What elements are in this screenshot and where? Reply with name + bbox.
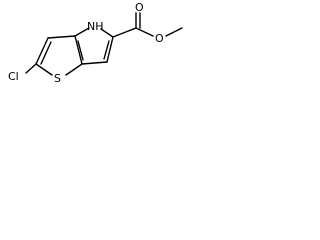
bond-s-c2 [35,63,53,76]
bond-c5-c6 [106,36,114,63]
atom-label-layer: Cl S NH O O [8,1,164,85]
bond-c6a-s [65,63,83,76]
bond-c3a-c6a-inner [77,40,84,61]
bond-c3a-n [74,27,90,37]
chlorine-label: Cl [8,70,19,83]
molecule-structure: Cl S NH O O [8,1,183,85]
bond-c6-c6a [81,61,108,65]
ether-oxygen-label: O [155,32,164,45]
bond-c3a-c6a [74,35,83,65]
bond-c5-c6-inner [103,40,110,60]
bond-oether-methyl [165,27,183,37]
bond-cl-c2 [25,63,37,74]
bond-layer [25,12,183,76]
bond-c5-ccarbonyl [112,27,137,38]
bond-c2-c3-inner [40,41,52,65]
bond-c2-c3 [35,37,49,65]
nitrogen-label: NH [87,20,104,33]
bond-n-c5 [100,28,114,38]
bond-ccarbonyl-oether [135,27,154,37]
bond-c3-c3a [47,35,76,39]
structure-canvas: Cl S NH O O [0,0,201,104]
carbonyl-oxygen-label: O [135,1,144,14]
sulfur-label: S [54,72,61,85]
